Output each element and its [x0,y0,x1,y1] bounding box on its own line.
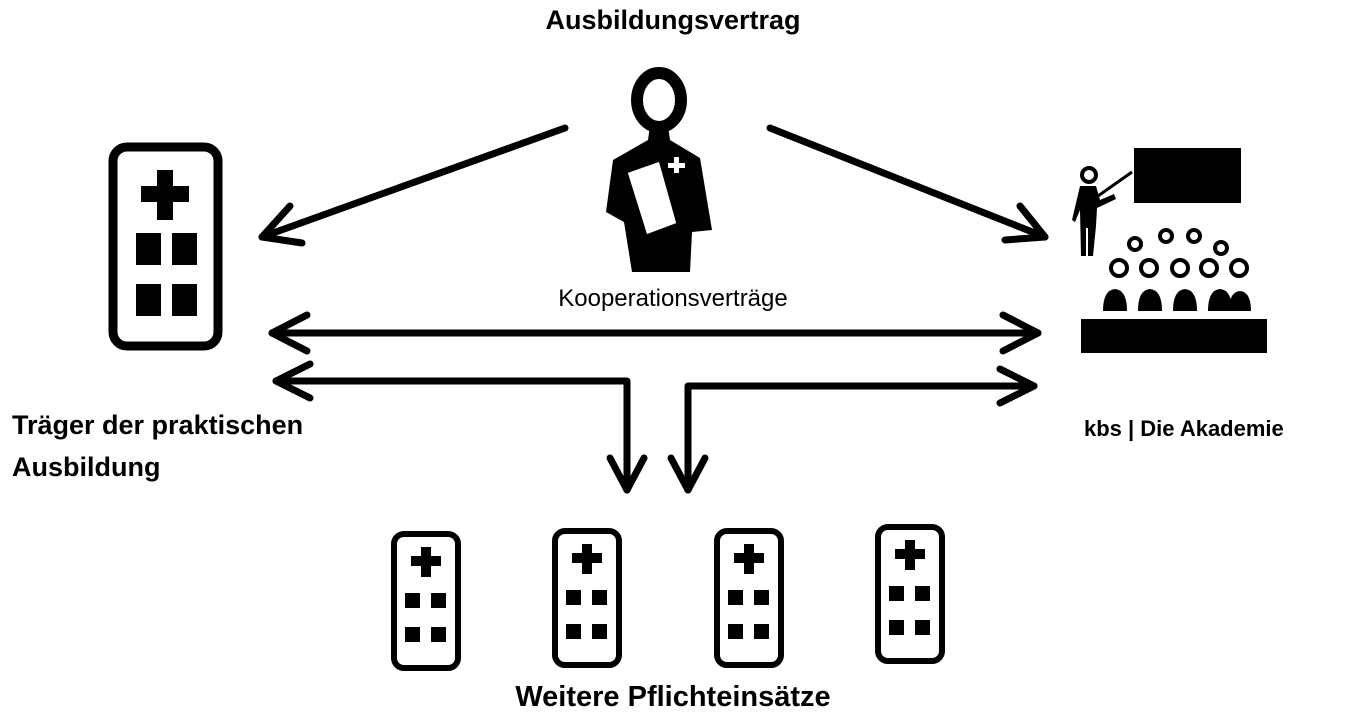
arrow-academy-to-placements [667,365,1038,494]
arrow-provider-to-placements [272,360,648,494]
placement-hospital-icon [717,531,781,665]
arrow-trainee-to-provider [258,124,569,247]
placement-hospital-icon [394,534,458,668]
provider-hospital-icon [108,142,223,351]
provider-label-line1: Träger der praktischen [12,410,304,440]
classroom-lecture-icon [1072,148,1267,353]
academy-label: kbs | Die Akademie [1084,416,1284,441]
arrow-trainee-to-academy [766,124,1049,244]
provider-label: Träger der praktischen Ausbildung [12,404,303,488]
contract-title: Ausbildungsvertrag [545,5,801,35]
arrow-cooperation-double [268,311,1042,355]
provider-label-line2: Ausbildung [12,452,161,482]
placement-hospital-icon [878,527,942,661]
placement-hospital-icon [555,531,619,665]
placements-label: Weitere Pflichteinsätze [515,681,831,713]
nurse-person-icon [606,67,712,272]
cooperation-label: Kooperationsverträge [558,285,788,312]
